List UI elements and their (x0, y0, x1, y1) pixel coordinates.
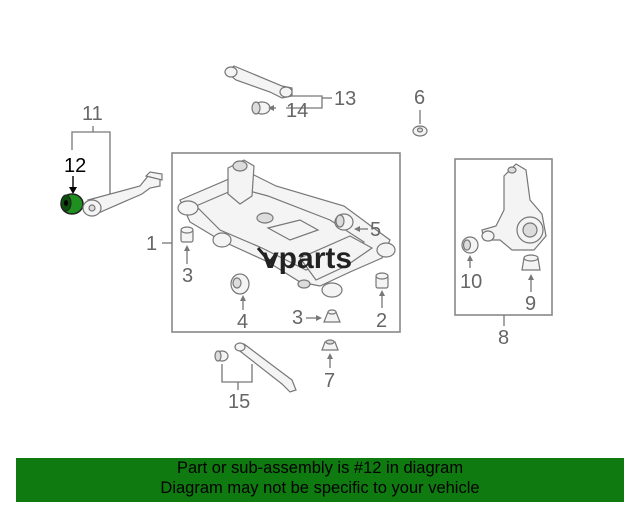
knuckle-8 (481, 163, 547, 251)
callout-13: 13 (334, 88, 356, 110)
leader-15 (221, 364, 253, 383)
callout-9: 9 (525, 293, 536, 315)
arrow-4 (240, 295, 246, 301)
arrow-5 (354, 226, 360, 232)
info-line-1: Part or sub-assembly is #12 in diagram (176, 459, 464, 477)
info-line-2: Diagram may not be specific to your vehi… (160, 479, 480, 497)
callout-4: 4 (237, 311, 248, 333)
lower-arm-11 (82, 171, 163, 217)
leader-11 (71, 131, 111, 194)
mount-7 (321, 339, 339, 351)
watermark-mark (256, 247, 278, 265)
arrow-3-bottom (316, 315, 322, 321)
arrow-2 (379, 290, 385, 296)
nut-6 (412, 125, 428, 137)
leader-13-14 (286, 95, 323, 109)
callout-11: 11 (82, 103, 103, 125)
callout-15: 15 (228, 391, 250, 413)
arrow-3-left (184, 245, 190, 251)
callout-14: 14 (286, 100, 308, 122)
mount-3-bottom (323, 309, 341, 323)
watermark-logo: vparts (262, 242, 352, 275)
arrow-10 (467, 255, 473, 261)
subframe-1 (177, 159, 396, 298)
info-banner: Part or sub-assembly is #12 in diagram D… (16, 458, 624, 502)
callout-10: 10 (460, 271, 482, 293)
callout-5: 5 (370, 219, 381, 241)
bushing-12-highlighted (60, 193, 84, 215)
bushing-14 (251, 101, 271, 115)
arrow-9 (528, 274, 534, 280)
callout-3-bottom: 3 (292, 307, 303, 329)
callout-7: 7 (324, 370, 335, 392)
bushing-5 (334, 213, 354, 231)
callout-6: 6 (414, 87, 425, 109)
bushing-10 (461, 236, 479, 254)
arrow-12 (69, 187, 77, 194)
callout-8: 8 (498, 327, 509, 349)
callout-1: 1 (146, 233, 157, 255)
callout-2: 2 (376, 310, 387, 332)
bushing-4 (230, 273, 250, 295)
upper-arm-13 (224, 65, 293, 99)
arrow-7 (327, 353, 333, 359)
mount-2 (375, 272, 389, 289)
callout-12: 12 (64, 155, 86, 177)
bushing-9 (521, 254, 541, 271)
callout-3-left: 3 (182, 265, 193, 287)
mount-3-left (180, 226, 194, 243)
link-15 (214, 342, 297, 393)
arrow-14 (268, 105, 274, 111)
